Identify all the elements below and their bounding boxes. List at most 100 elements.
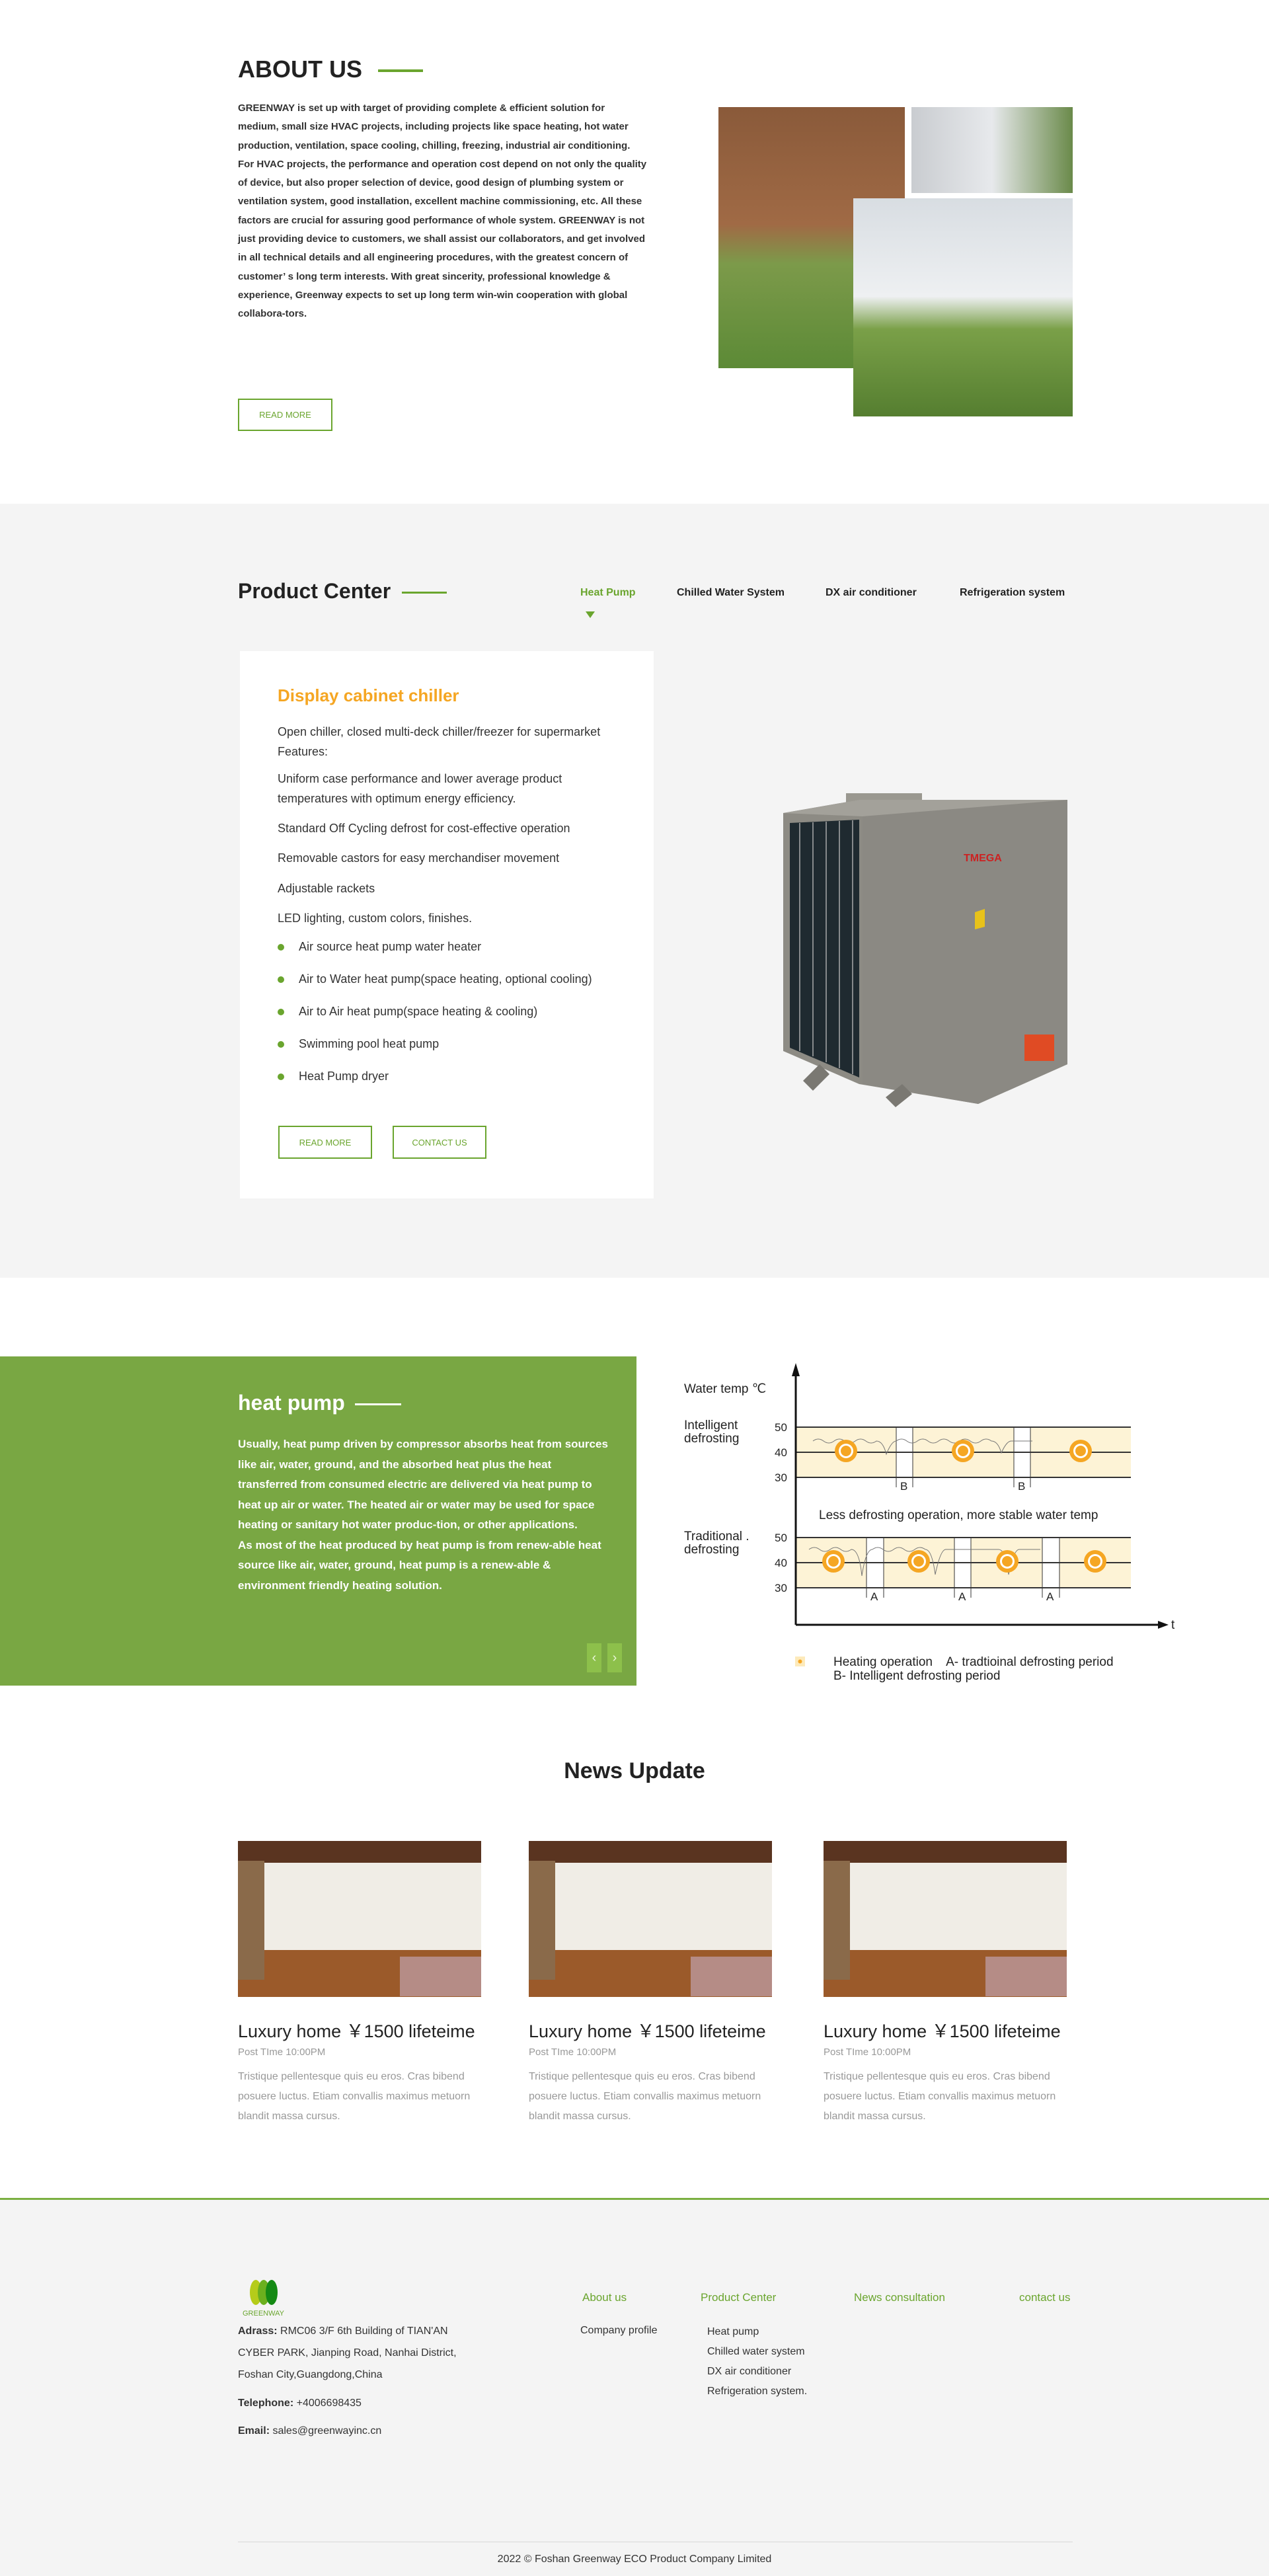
bullet-text: Air source heat pump water heater (299, 940, 482, 953)
footer-link-news-consultation[interactable]: News consultation (854, 2291, 945, 2304)
next-slide-button[interactable]: › (607, 1643, 622, 1672)
bullet-dot-icon (278, 1041, 284, 1048)
bullet-dot-icon (278, 944, 284, 951)
feature-paragraph: Standard Off Cycling defrost for cost-ef… (278, 822, 570, 835)
footer-link-chilled-water[interactable]: Chilled water system (707, 2346, 805, 2357)
tick-label: 30 (775, 1471, 787, 1484)
footer-link-heat-pump[interactable]: Heat pump (707, 2326, 759, 2337)
news-image[interactable] (529, 1841, 772, 1997)
footer-link-company-profile[interactable]: Company profile (580, 2325, 658, 2336)
bullet-dot-icon (278, 1073, 284, 1081)
footer-link-product-center[interactable]: Product Center (701, 2291, 777, 2304)
x-axis-label: t (1171, 1618, 1175, 1632)
tick-label: 50 (775, 1532, 787, 1544)
news-card[interactable]: Luxury home ￥1500 lifeteime Post TIme 10… (824, 1841, 1071, 2127)
about-title-text: ABOUT US (238, 56, 362, 83)
y-axis-arrow-icon (792, 1363, 800, 1376)
copyright: 2022 © Foshan Greenway ECO Product Compa… (497, 2554, 772, 2565)
bullet-text: Air to Water heat pump(space heating, op… (299, 972, 592, 986)
address-value: RMC06 3/F 6th Building of TIAN'AN CYBER … (238, 2325, 457, 2380)
bullet-dot-icon (278, 976, 284, 984)
news-headline[interactable]: Luxury home ￥1500 lifeteime (238, 2021, 475, 2041)
bullet-text: Heat Pump dryer (299, 1070, 389, 1083)
product-center-title: Product Center (238, 579, 447, 604)
news-headline[interactable]: Luxury home ￥1500 lifeteime (529, 2021, 766, 2041)
greenway-logo-icon (250, 2280, 278, 2305)
logo-text: GREENWAY (243, 2310, 284, 2318)
news-description: Tristique pellentesque quis eu eros. Cra… (238, 2071, 471, 2122)
news-card[interactable]: Luxury home ￥1500 lifeteime Post TIme 10… (529, 1841, 777, 2127)
gap-label-a: A (958, 1590, 966, 1603)
heat-pump-panel (0, 1356, 636, 1686)
footer-link-refrigeration[interactable]: Refrigeration system. (707, 2386, 808, 2397)
tab-chilled-water-system[interactable]: Chilled Water System (677, 587, 785, 598)
unit-brand-label: TMEGA (964, 853, 1002, 864)
row-label: Traditional . (684, 1530, 750, 1543)
defrosting-diagram: t Water temp ℃ Intelligent defrosting Tr… (684, 1363, 1175, 1683)
row-label: defrosting (684, 1432, 739, 1446)
footer: GREENWAY Adrass: RMC06 3/F 6th Building … (0, 2198, 1269, 2576)
about-photo (718, 107, 1073, 416)
gap-label-b: B (900, 1480, 907, 1493)
title-underline (354, 1403, 401, 1406)
bullet-item: Air to Air heat pump(space heating & coo… (278, 1005, 537, 1019)
bullet-item: Heat Pump dryer (278, 1070, 389, 1083)
gap-label-a: A (870, 1590, 878, 1603)
footer-address: Adrass: RMC06 3/F 6th Building of TIAN'A… (238, 2320, 476, 2386)
footer-link-about-us[interactable]: About us (582, 2291, 627, 2304)
tick-label: 40 (775, 1557, 787, 1569)
footer-telephone: Telephone: +4006698435 (238, 2392, 362, 2414)
heat-pump-paragraph: As most of the heat produced by heat pum… (238, 1538, 601, 1592)
tab-dx-air-conditioner[interactable]: DX air conditioner (826, 587, 917, 598)
tick-label: 40 (775, 1446, 787, 1459)
bullet-item: Air source heat pump water heater (278, 940, 481, 954)
footer-link-contact-us[interactable]: contact us (1019, 2291, 1071, 2304)
footer-email: Email: sales@greenwayinc.cn (238, 2420, 381, 2442)
features-label: Features: (278, 745, 328, 758)
about-title: ABOUT US (238, 56, 424, 83)
tab-refrigeration-system[interactable]: Refrigeration system (960, 587, 1065, 598)
telephone-value: +4006698435 (296, 2398, 362, 2409)
feature-paragraph: Adjustable rackets (278, 882, 375, 895)
news-description: Tristique pellentesque quis eu eros. Cra… (529, 2071, 761, 2122)
gap-label-a: A (1046, 1590, 1054, 1603)
product-intro: Open chiller, closed multi-deck chiller/… (278, 725, 601, 738)
news-headline[interactable]: Luxury home ￥1500 lifeteime (824, 2021, 1061, 2041)
bullet-item: Swimming pool heat pump (278, 1037, 439, 1051)
tab-heat-pump[interactable]: Heat Pump (580, 587, 636, 598)
about-read-more-button[interactable]: READ MORE (238, 399, 332, 431)
feature-paragraph: Uniform case performance and lower avera… (278, 772, 562, 805)
news-time: Post TIme 10:00PM (238, 2047, 326, 2058)
title-underline (378, 69, 424, 73)
row-label: defrosting (684, 1543, 739, 1557)
row-label: Intelligent (684, 1419, 738, 1432)
feature-paragraph: LED lighting, custom colors, finishes. (278, 912, 473, 925)
sun-icons (822, 1440, 1106, 1573)
tick-label: 50 (775, 1421, 787, 1434)
footer-link-dx-air-conditioner[interactable]: DX air conditioner (707, 2366, 792, 2377)
title-underline (402, 592, 447, 594)
product-card-title: Display cabinet chiller (278, 685, 459, 705)
news-title: News Update (564, 1758, 705, 1783)
heat-pump-paragraph: Usually, heat pump driven by compressor … (238, 1438, 608, 1531)
bullet-text: Swimming pool heat pump (299, 1037, 440, 1050)
legend-line: Heating operation A- tradtioinal defrost… (833, 1655, 1114, 1669)
bullet-item: Air to Water heat pump(space heating, op… (278, 972, 592, 986)
news-description: Tristique pellentesque quis eu eros. Cra… (824, 2071, 1056, 2122)
news-time: Post TIme 10:00PM (824, 2047, 911, 2058)
heat-pump-unit-image: TMEGA (783, 793, 1067, 1107)
news-image[interactable] (824, 1841, 1067, 1997)
heat-pump-text: Usually, heat pump driven by compressor … (238, 1434, 608, 1596)
heat-pump-title-text: heat pump (238, 1391, 345, 1415)
news-image[interactable] (238, 1841, 481, 1997)
gap-label-b: B (1018, 1480, 1025, 1493)
product-contact-us-button[interactable]: CONTACT US (393, 1126, 486, 1159)
email-value[interactable]: sales@greenwayinc.cn (272, 2425, 382, 2437)
news-card[interactable]: Luxury home ￥1500 lifeteime Post TIme 10… (238, 1841, 486, 2127)
product-read-more-button[interactable]: READ MORE (278, 1126, 372, 1159)
x-axis-arrow-icon (1158, 1621, 1169, 1629)
feature-paragraph: Removable castors for easy merchandiser … (278, 851, 560, 865)
active-tab-indicator-icon (586, 611, 595, 618)
bullet-dot-icon (278, 1009, 284, 1016)
prev-slide-button[interactable]: ‹ (587, 1643, 601, 1672)
